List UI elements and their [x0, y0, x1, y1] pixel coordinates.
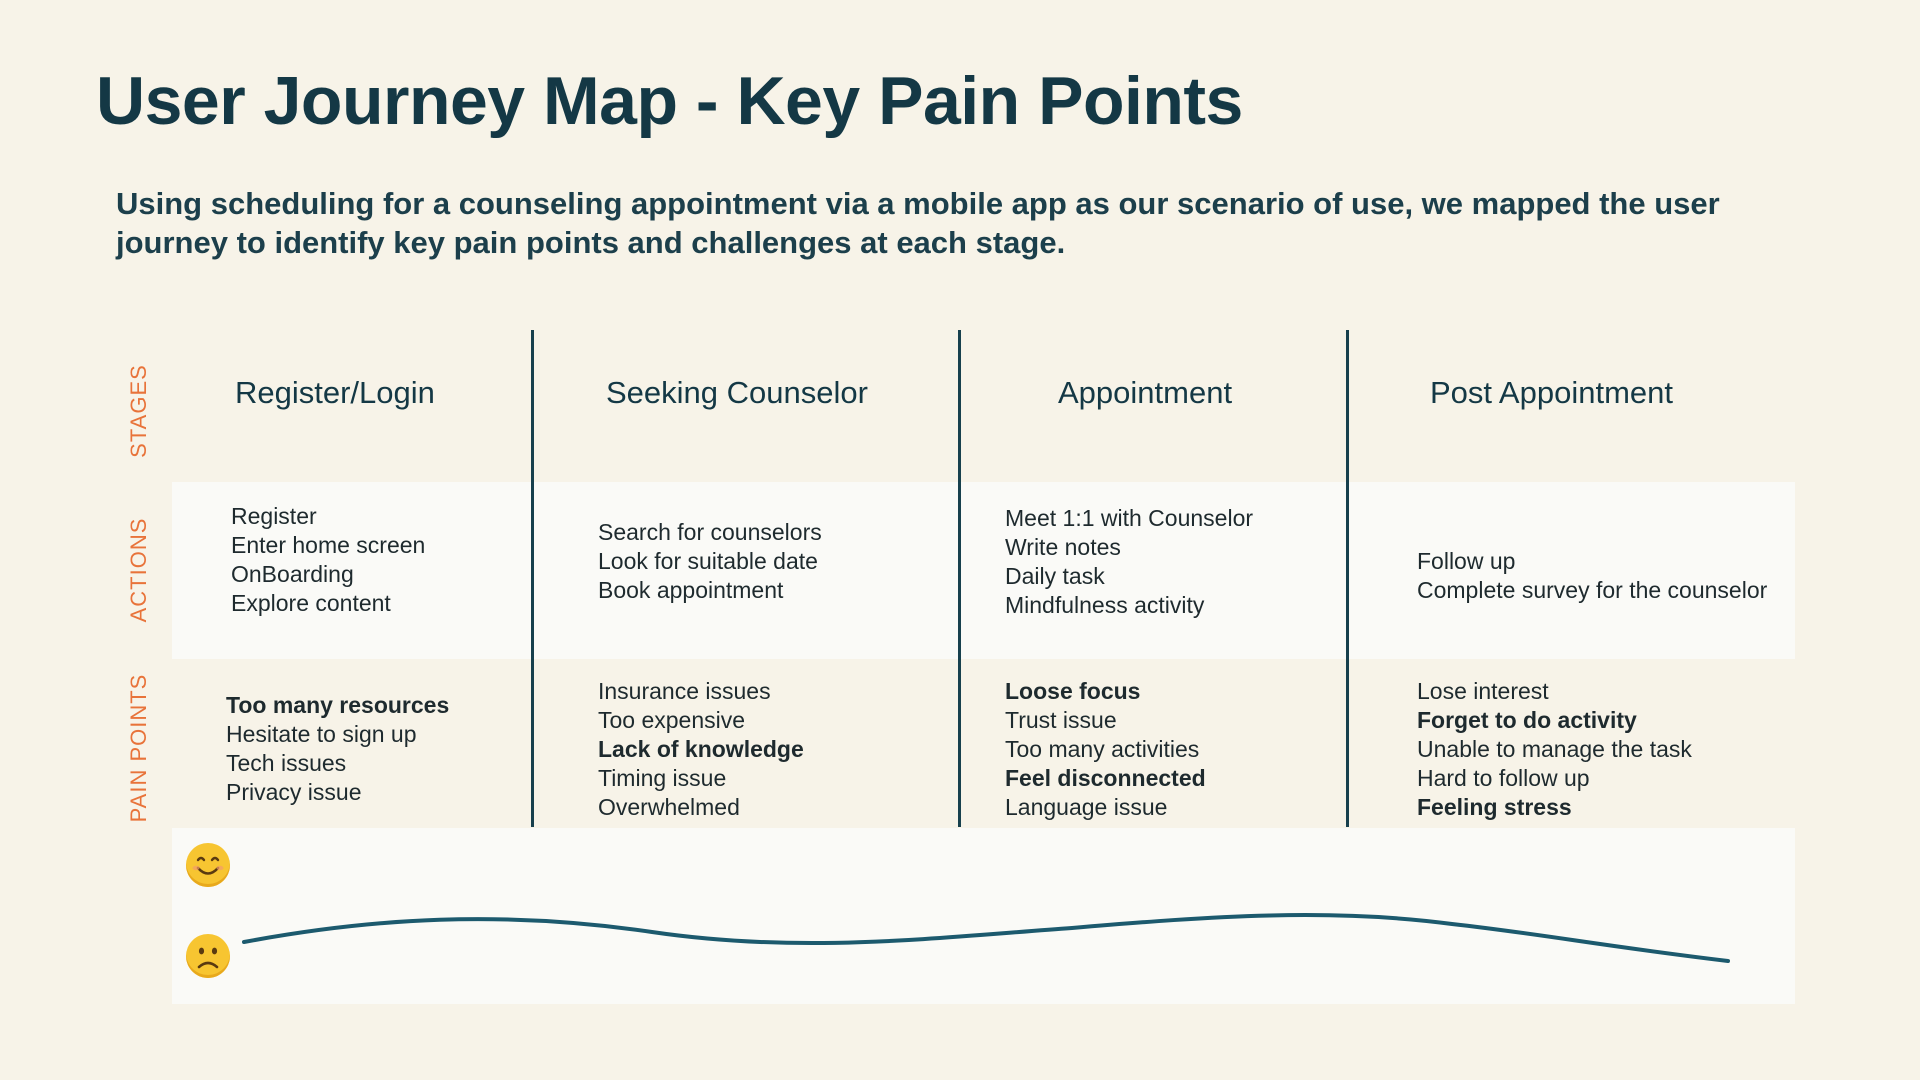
- pain-point-item: Overwhelmed: [598, 794, 740, 820]
- list-item: Explore content: [231, 590, 391, 616]
- pain-points-cell-seeking-counselor: Insurance issues Too expensive Lack of k…: [598, 677, 804, 822]
- pain-point-item: Insurance issues: [598, 678, 771, 704]
- list-item: Enter home screen: [231, 532, 426, 558]
- actions-cell-seeking-counselor: Search for counselors Look for suitable …: [598, 518, 822, 605]
- list-item: Follow up: [1417, 548, 1516, 574]
- list-item: Book appointment: [598, 577, 784, 603]
- list-item: Register: [231, 503, 317, 529]
- stage-divider: [958, 330, 961, 827]
- pain-point-item: Hard to follow up: [1417, 765, 1590, 791]
- list-item: Daily task: [1005, 563, 1105, 589]
- emotion-curve-line: [242, 913, 1730, 963]
- stage-divider: [531, 330, 534, 827]
- list-item: OnBoarding: [231, 561, 354, 587]
- pain-point-item: Forget to do activity: [1417, 707, 1637, 733]
- list-item: Complete survey for the counselor: [1417, 577, 1768, 603]
- pain-point-item: Too many resources: [226, 692, 450, 718]
- row-label-pain-points: PAIN POINTS: [126, 673, 151, 823]
- stage-divider: [1346, 330, 1349, 827]
- list-item: Meet 1:1 with Counselor: [1005, 505, 1254, 531]
- list-item: Mindfulness activity: [1005, 592, 1205, 618]
- stage-seeking-counselor: Seeking Counselor: [606, 375, 868, 410]
- list-item: Write notes: [1005, 534, 1121, 560]
- sad-face-icon: [186, 934, 230, 978]
- actions-cell-appointment: Meet 1:1 with Counselor Write notes Dail…: [1005, 504, 1253, 620]
- pain-point-item: Too many activities: [1005, 736, 1200, 762]
- pain-point-item: Feeling stress: [1417, 794, 1572, 820]
- pain-point-item: Lose interest: [1417, 678, 1549, 704]
- actions-cell-register-login: Register Enter home screen OnBoarding Ex…: [231, 502, 425, 618]
- pain-points-cell-post-appointment: Lose interest Forget to do activity Unab…: [1417, 677, 1692, 822]
- row-label-stages: STAGES: [126, 364, 151, 458]
- pain-point-item: Lack of knowledge: [598, 736, 804, 762]
- smiling-face-icon: [186, 843, 230, 887]
- pain-point-item: Tech issues: [226, 750, 347, 776]
- pain-points-cell-register-login: Too many resources Hesitate to sign up T…: [226, 691, 449, 807]
- pain-points-cell-appointment: Loose focus Trust issue Too many activit…: [1005, 677, 1206, 822]
- page-subtitle: Using scheduling for a counseling appoin…: [116, 186, 1720, 260]
- pain-point-item: Trust issue: [1005, 707, 1117, 733]
- stage-post-appointment: Post Appointment: [1430, 375, 1673, 410]
- pain-point-item: Loose focus: [1005, 678, 1141, 704]
- pain-point-item: Privacy issue: [226, 779, 362, 805]
- list-item: Look for suitable date: [598, 548, 818, 574]
- emotion-curve-band: [172, 828, 1795, 1004]
- pain-point-item: Language issue: [1005, 794, 1168, 820]
- pain-point-item: Timing issue: [598, 765, 727, 791]
- stage-appointment: Appointment: [1058, 375, 1233, 410]
- emotion-curve: [242, 913, 1730, 963]
- row-label-actions: ACTIONS: [126, 517, 151, 623]
- page-title: User Journey Map - Key Pain Points: [96, 63, 1243, 139]
- pain-point-item: Unable to manage the task: [1417, 736, 1692, 762]
- pain-point-item: Feel disconnected: [1005, 765, 1206, 791]
- pain-point-item: Hesitate to sign up: [226, 721, 417, 747]
- stage-register-login: Register/Login: [235, 375, 435, 410]
- pain-point-item: Too expensive: [598, 707, 746, 733]
- actions-row-band: [172, 482, 1795, 659]
- actions-cell-post-appointment: Follow up Complete survey for the counse…: [1417, 547, 1767, 605]
- list-item: Search for counselors: [598, 519, 822, 545]
